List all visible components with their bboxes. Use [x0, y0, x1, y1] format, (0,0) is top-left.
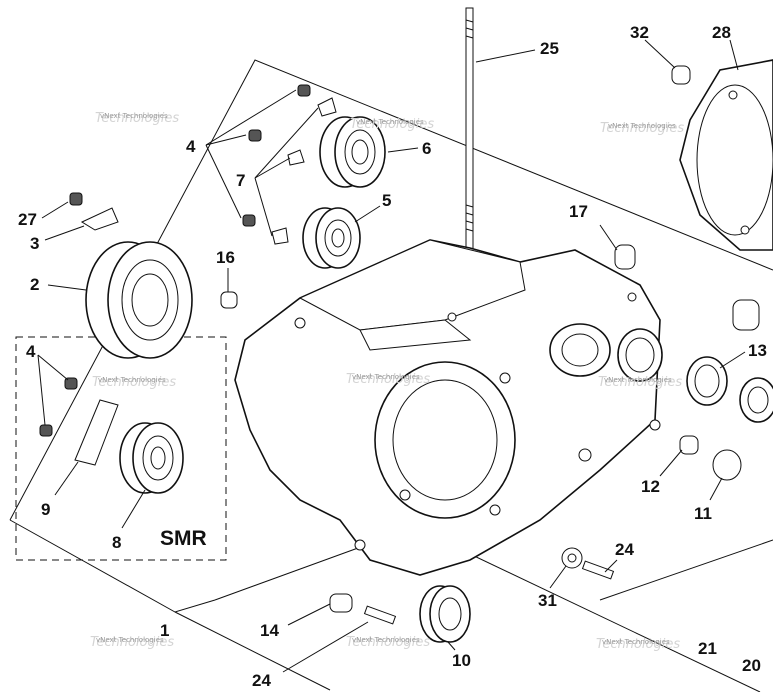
callout-25: 25	[540, 39, 559, 58]
bearing-8	[119, 422, 184, 494]
watermark: vNext Technologies	[356, 118, 424, 126]
watermark-faint: Technologies	[350, 117, 434, 132]
smr-label: SMR	[160, 527, 207, 550]
callout-20: 20	[742, 656, 761, 675]
callout-21: 21	[698, 639, 717, 658]
crankcase-half	[234, 239, 663, 576]
callout-10: 10	[452, 651, 471, 670]
callout-17: 17	[569, 202, 588, 221]
small-parts	[39, 65, 760, 625]
watermarks: Technologies vNext Technologies Technolo…	[90, 111, 684, 652]
watermark-faint: Technologies	[346, 635, 430, 650]
callout-24-bottom: 24	[252, 671, 271, 690]
bearing-2	[85, 241, 193, 359]
callout-6: 6	[422, 139, 431, 158]
callout-9: 9	[41, 500, 50, 519]
watermark-faint: Technologies	[600, 121, 684, 136]
callout-4-top: 4	[186, 137, 196, 156]
callout-12: 12	[641, 477, 660, 496]
watermark: vNext Technologies	[602, 638, 670, 646]
callout-31: 31	[538, 591, 557, 610]
callout-11: 11	[694, 504, 712, 523]
callout-28: 28	[712, 23, 731, 42]
callout-1: 1	[160, 621, 169, 640]
watermark: vNext Technologies	[96, 636, 164, 644]
callout-3: 3	[30, 234, 39, 253]
callout-2: 2	[30, 275, 39, 294]
watermark: vNext Technologies	[608, 122, 676, 130]
bearing-10	[419, 585, 471, 643]
watermark: vNext Technologies	[352, 373, 420, 381]
bearing-5	[302, 207, 361, 269]
callout-leaders	[37, 39, 746, 673]
callout-27: 27	[18, 210, 37, 229]
watermark-faint: Technologies	[596, 637, 680, 652]
watermark: vNext Technologies	[100, 112, 168, 120]
callout-13: 13	[748, 341, 767, 360]
callout-8: 8	[112, 533, 121, 552]
callout-32: 32	[630, 23, 649, 42]
callout-16: 16	[216, 248, 235, 267]
oil-seal-13	[686, 356, 773, 423]
callout-7: 7	[236, 171, 245, 190]
watermark: vNext Technologies	[98, 376, 166, 384]
callout-5: 5	[382, 191, 391, 210]
watermark-faint: Technologies	[92, 375, 176, 390]
callout-14: 14	[260, 621, 279, 640]
side-cover-28	[679, 59, 773, 251]
watermark-faint: Technologies	[346, 372, 430, 387]
callout-labels: 25 32 28 4 6 7 5 27 3 17 16 2 13 4 12 11…	[18, 23, 767, 690]
watermark-faint: Technologies	[95, 111, 179, 126]
callout-4-smr: 4	[26, 342, 36, 361]
watermark: vNext Technologies	[604, 376, 672, 384]
callout-24-right: 24	[615, 540, 634, 559]
stud-bolt-25	[465, 7, 474, 254]
watermark-faint: Technologies	[598, 375, 682, 390]
bearing-6	[319, 116, 386, 188]
watermark: vNext Technologies	[352, 636, 420, 644]
watermark-faint: Technologies	[90, 635, 174, 650]
frame-lines	[9, 59, 773, 692]
